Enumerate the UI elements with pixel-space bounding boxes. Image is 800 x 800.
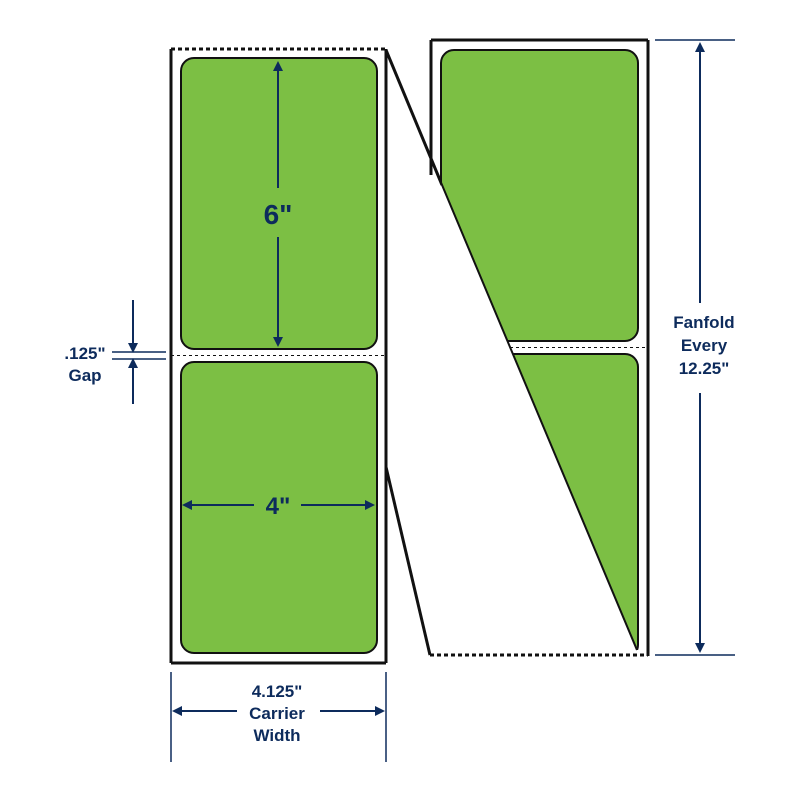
fanfold-line2: Every [681, 336, 728, 355]
gap-value-label: .125" [64, 344, 105, 363]
front-label-bottom [180, 361, 378, 654]
height-dimension: 6" [264, 61, 293, 347]
fanfold-line3: 12.25" [679, 359, 730, 378]
height-label: 6" [264, 199, 293, 230]
folded-panel [429, 38, 650, 657]
fold-line-bottom [384, 466, 432, 656]
front-label-top [180, 57, 378, 350]
carrier-width-dimension: 4.125" Carrier Width [170, 672, 387, 762]
fanfold-dimension: Fanfold Every 12.25" [655, 39, 735, 656]
gap-dimension: .125" Gap [64, 300, 166, 404]
width-label: 4" [266, 493, 291, 520]
carrier-width-value: 4.125" [252, 682, 303, 701]
carrier-width-word-label: Width [253, 726, 300, 745]
fold-line-top [384, 49, 444, 186]
folded-label-bottom [440, 353, 639, 650]
width-dimension: 4" [182, 493, 375, 520]
front-panel [169, 47, 388, 665]
carrier-word-label: Carrier [249, 704, 305, 723]
folded-label-top [440, 49, 639, 342]
gap-word-label: Gap [68, 366, 101, 385]
fold-diagonal-edge [436, 172, 638, 651]
fanfold-line1: Fanfold [673, 313, 734, 332]
